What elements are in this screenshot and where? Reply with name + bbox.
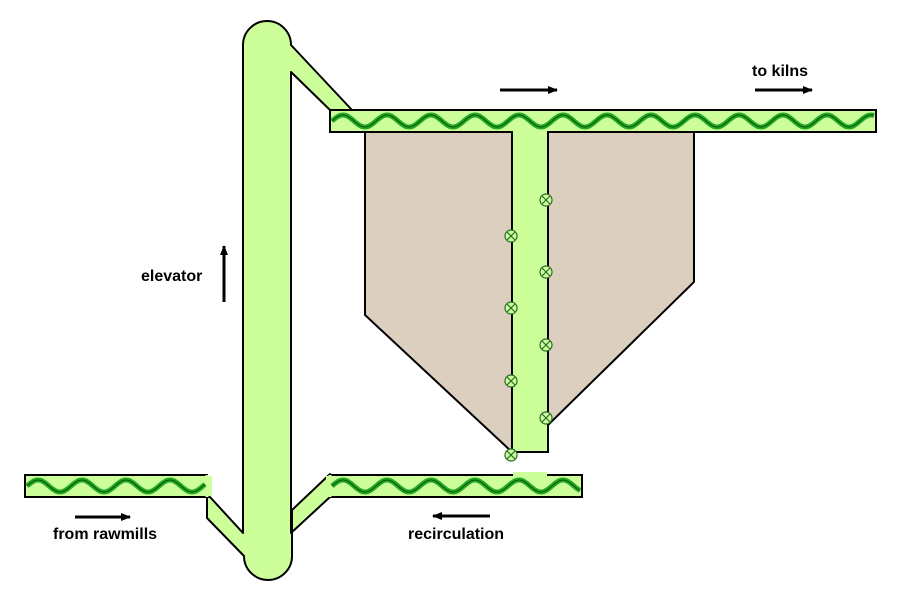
label-from-rawmills: from rawmills <box>53 526 157 543</box>
valve-cross <box>541 267 551 277</box>
valve-cross <box>541 340 551 350</box>
label-elevator: elevator <box>141 268 202 285</box>
valve-cross <box>506 376 516 386</box>
screw-flights <box>25 112 875 495</box>
label-to-kilns: to kilns <box>752 63 808 80</box>
screw-flight-edge <box>331 479 581 493</box>
valve-group <box>504 193 553 462</box>
silo-discharge-column <box>511 131 549 453</box>
screw-flight-edge <box>26 479 206 493</box>
valve-cross <box>506 303 516 313</box>
screw-flight-edge <box>331 114 875 128</box>
valve-cross <box>506 450 516 460</box>
valve-cross <box>506 231 516 241</box>
valve-cross <box>541 413 551 423</box>
label-recirculation: recirculation <box>408 526 504 543</box>
bucket-elevator <box>206 20 353 581</box>
valve-cross <box>541 195 551 205</box>
